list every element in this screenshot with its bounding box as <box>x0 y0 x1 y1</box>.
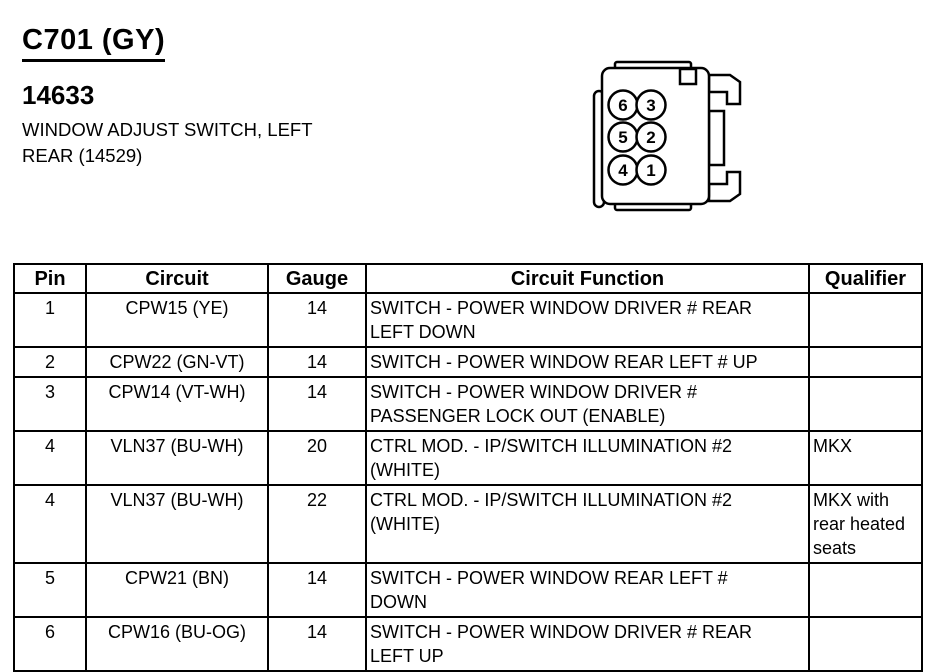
circuit-cell: CPW22 (GN-VT) <box>85 346 269 378</box>
gauge-cell: 22 <box>267 484 367 564</box>
circuit-cell: CPW14 (VT-WH) <box>85 376 269 432</box>
pin-cell: 1 <box>13 292 87 348</box>
gauge-cell: 14 <box>267 346 367 378</box>
pin-number-label: 4 <box>618 161 628 180</box>
qualifier-cell <box>808 292 923 348</box>
table-head: Pin Circuit Gauge Circuit Function Quali… <box>13 263 923 294</box>
pin-cell: 6 <box>13 616 87 672</box>
pin-cell: 4 <box>13 430 87 486</box>
header-circuit: Circuit <box>85 263 269 294</box>
circuit-function-cell: SWITCH - POWER WINDOW DRIVER # REAR LEFT… <box>365 292 810 348</box>
pin-cell: 4 <box>13 484 87 564</box>
circuit-cell: VLN37 (BU-WH) <box>85 430 269 486</box>
connector-id-title: C701 (GY) <box>22 24 166 62</box>
connector-face-diagram: 6 3 5 2 4 1 <box>575 53 750 221</box>
qualifier-cell <box>808 376 923 432</box>
qualifier-cell <box>808 346 923 378</box>
qualifier-cell <box>808 562 923 618</box>
header-gauge: Gauge <box>267 263 367 294</box>
pinout-table-container: Pin Circuit Gauge Circuit Function Quali… <box>13 263 923 672</box>
qualifier-cell: MKX with rear heated seats <box>808 484 923 564</box>
pin-cell: 2 <box>13 346 87 378</box>
pin-number-label: 2 <box>646 128 655 147</box>
pin-number-label: 6 <box>618 96 627 115</box>
pin-cavity-3 <box>635 89 667 121</box>
circuit-cell: CPW15 (YE) <box>85 292 269 348</box>
pin-cell: 3 <box>13 376 87 432</box>
header-circuit-function: Circuit Function <box>365 263 810 294</box>
table-header-row: Pin Circuit Gauge Circuit Function Quali… <box>13 263 923 294</box>
gauge-cell: 14 <box>267 292 367 348</box>
header-qualifier: Qualifier <box>808 263 923 294</box>
connector-latch-upper <box>707 73 742 106</box>
connector-latch-middle-bar <box>707 109 726 167</box>
circuit-cell: CPW21 (BN) <box>85 562 269 618</box>
pin-cavity-1 <box>635 154 667 186</box>
circuit-function-cell: SWITCH - POWER WINDOW DRIVER # PASSENGER… <box>365 376 810 432</box>
connector-latch-lower <box>707 170 742 203</box>
pin-cavity-2 <box>635 121 667 153</box>
gauge-cell: 14 <box>267 562 367 618</box>
qualifier-cell <box>808 616 923 672</box>
pin-cell: 5 <box>13 562 87 618</box>
connector-description: WINDOW ADJUST SWITCH, LEFT REAR (14529) <box>22 119 313 166</box>
circuit-function-cell: SWITCH - POWER WINDOW REAR LEFT # UP <box>365 346 810 378</box>
pin-number-label: 3 <box>646 96 655 115</box>
circuit-function-cell: SWITCH - POWER WINDOW REAR LEFT # DOWN <box>365 562 810 618</box>
gauge-cell: 14 <box>267 376 367 432</box>
circuit-function-cell: SWITCH - POWER WINDOW DRIVER # REAR LEFT… <box>365 616 810 672</box>
qualifier-cell: MKX <box>808 430 923 486</box>
header-block: C701 (GY) 14633 WINDOW ADJUST SWITCH, LE… <box>22 24 382 169</box>
connector-drawing-icon: 6 3 5 2 4 1 <box>592 60 742 212</box>
part-number: 14633 <box>22 80 95 110</box>
connector-notch <box>678 67 698 86</box>
circuit-cell: VLN37 (BU-WH) <box>85 484 269 564</box>
pin-number-label: 5 <box>618 128 627 147</box>
pin-number-label: 1 <box>646 161 655 180</box>
circuit-function-cell: CTRL MOD. - IP/SWITCH ILLUMINATION #2 (W… <box>365 484 810 564</box>
circuit-cell: CPW16 (BU-OG) <box>85 616 269 672</box>
circuit-function-cell: CTRL MOD. - IP/SWITCH ILLUMINATION #2 (W… <box>365 430 810 486</box>
gauge-cell: 20 <box>267 430 367 486</box>
header-pin: Pin <box>13 263 87 294</box>
pinout-table: Pin Circuit Gauge Circuit Function Quali… <box>13 263 923 672</box>
gauge-cell: 14 <box>267 616 367 672</box>
